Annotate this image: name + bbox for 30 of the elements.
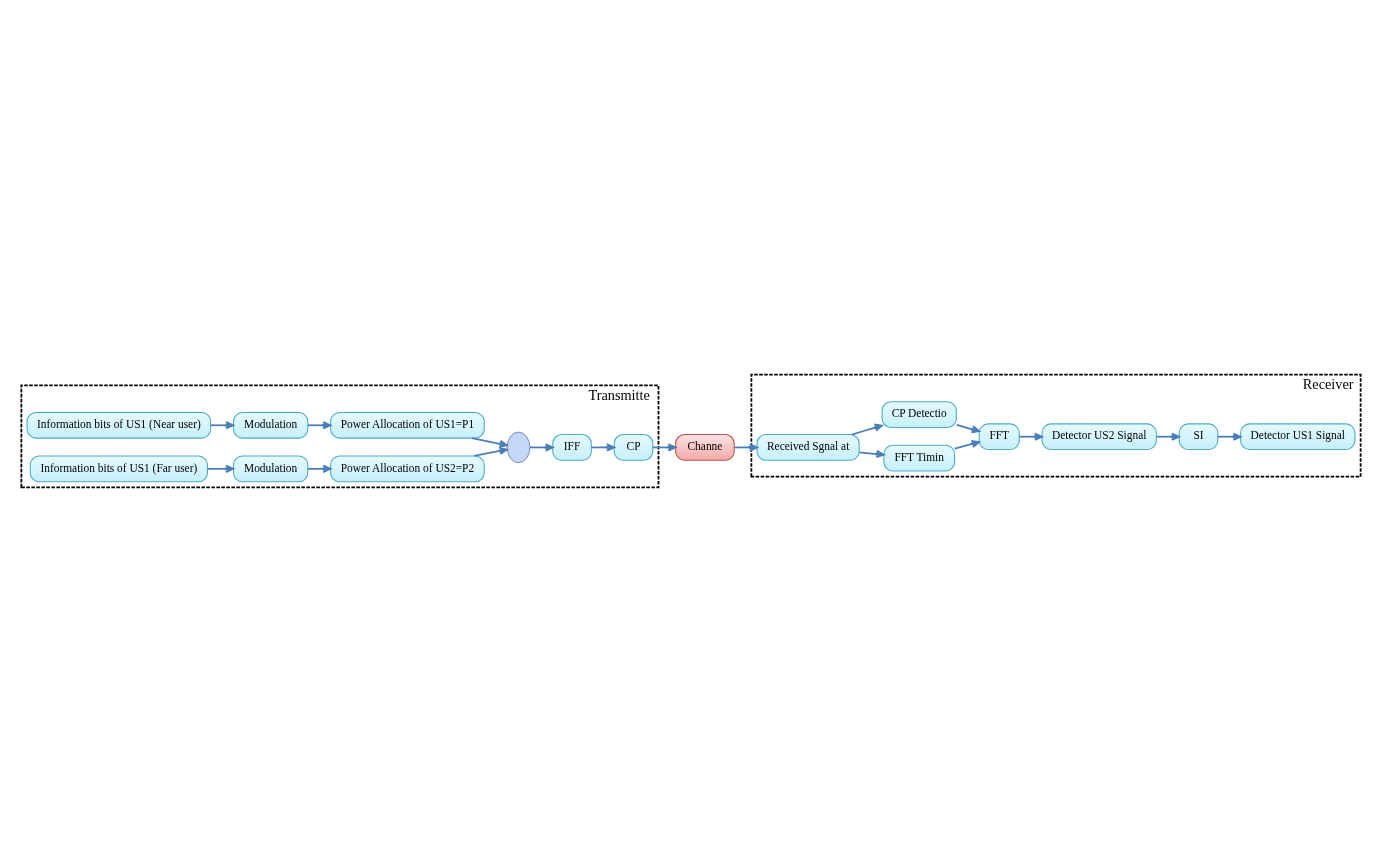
arrow (473, 446, 508, 457)
arrow (851, 423, 883, 435)
arrow (206, 464, 235, 473)
arrow (1155, 432, 1180, 441)
node-box: Channe (675, 433, 735, 461)
node-box: Detector US1 Signal (1240, 422, 1356, 450)
node-box: CP Detectio (881, 400, 957, 428)
node-box: Power Allocation of US2=P2 (330, 454, 485, 482)
node-circle (506, 431, 531, 463)
node-box: FFT (978, 422, 1020, 450)
node-box: Detector US2 Signal (1041, 422, 1157, 450)
node-box: Modulation (232, 411, 309, 439)
arrow (953, 439, 980, 450)
node-box: IFF (552, 433, 592, 461)
node-box: Power Allocation of US1=P1 (330, 411, 485, 439)
node-box: Information bits of US1 (Near user) (26, 411, 212, 439)
node-box: Modulation (232, 454, 309, 482)
node-box: SI (1178, 422, 1219, 450)
arrow (955, 423, 981, 433)
arrow (307, 464, 332, 473)
arrow (209, 420, 235, 429)
arrow (471, 436, 508, 448)
node-box: CP (613, 433, 654, 461)
arrow (1018, 432, 1043, 441)
node-box: FFT Timin (883, 444, 956, 472)
arrow (858, 449, 885, 458)
arrow (1216, 432, 1242, 441)
arrow (307, 420, 332, 429)
node-box: Received Sgnal at (756, 433, 860, 461)
node-box: Information bits of US1 (Far user) (29, 454, 208, 482)
